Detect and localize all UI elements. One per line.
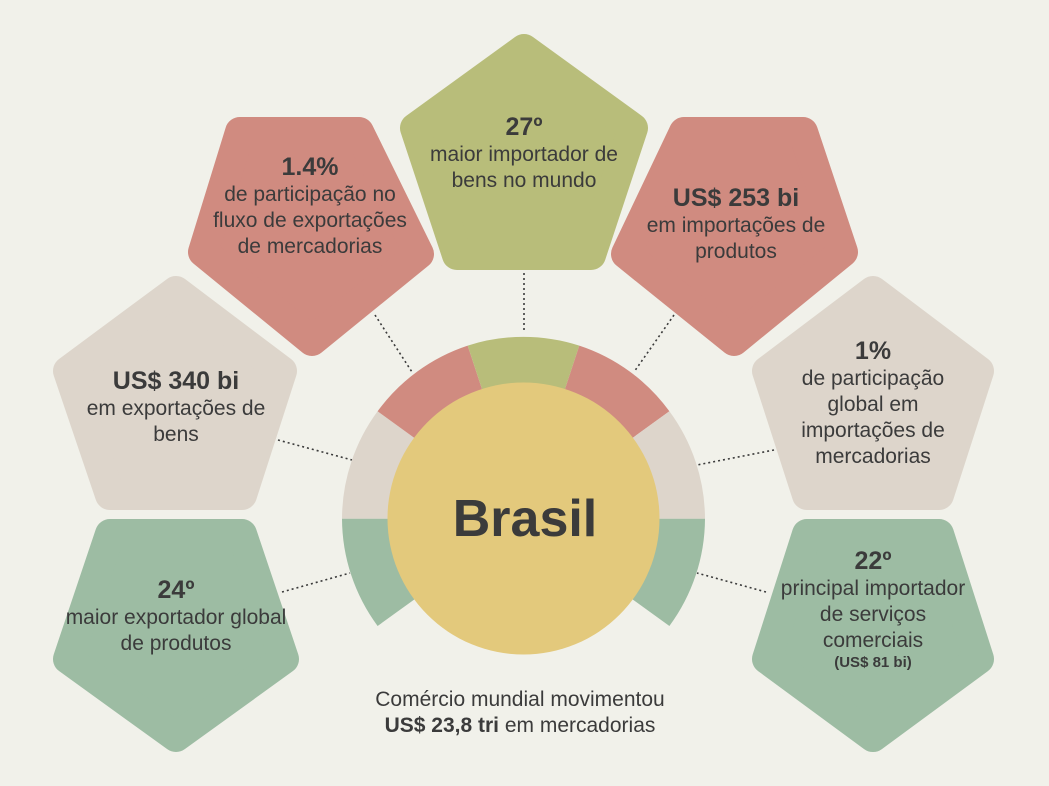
ring-segment-beige-right	[632, 411, 705, 519]
caption-line-2: US$ 23,8 tri em mercadorias	[300, 713, 740, 739]
connector-low-left	[281, 572, 351, 593]
pentagon-upper-right	[611, 117, 858, 356]
card-upper-left: 1.4% de participação no fluxo de exporta…	[210, 152, 410, 260]
pentagon-mid-left	[53, 276, 297, 510]
connector-low-right	[696, 572, 767, 593]
card-top-value: 27º	[505, 113, 543, 141]
connector-mid-right	[696, 449, 775, 466]
center-circle	[387, 382, 660, 655]
connector-lines	[277, 268, 775, 593]
connector-upper-left	[374, 314, 413, 373]
caption-line-1: Comércio mundial movimentou	[375, 688, 665, 711]
card-low-right-note: (US$ 81 bi)	[834, 654, 912, 671]
ring-segments	[342, 336, 705, 626]
card-upper-left-value: 1.4%	[281, 153, 339, 181]
card-mid-left-text: em exportações de bens	[86, 397, 266, 446]
card-low-left-value: 24º	[157, 576, 195, 604]
card-mid-right-value: 1%	[854, 337, 892, 365]
ring-segment-beige-left	[342, 411, 415, 519]
pentagon-low-left	[53, 519, 299, 752]
card-upper-right-text: em importações de produtos	[646, 214, 826, 263]
card-low-right-text: principal importador de serviços comerci…	[780, 577, 966, 652]
card-top-text: maior importador de bens no mundo	[430, 143, 618, 192]
pentagon-upper-left	[188, 117, 434, 356]
caption-bold-value: US$ 23,8 tri	[384, 714, 499, 737]
card-mid-right-text: de participação global em importações de…	[801, 367, 945, 468]
pentagon-mid-right	[752, 276, 994, 510]
ring-segment-red-left	[377, 345, 483, 439]
ring-segment-green-right	[632, 518, 705, 626]
card-low-left-text: maior exportador global de produtos	[65, 606, 287, 655]
pentagon-cards	[53, 34, 994, 752]
card-mid-left-value: US$ 340 bi	[112, 367, 240, 395]
caption-rest: em mercadorias	[499, 714, 656, 737]
ring-segment-olive-top	[467, 336, 580, 390]
card-upper-right-value: US$ 253 bi	[672, 184, 800, 212]
card-mid-right: 1% de participação global em importações…	[778, 336, 968, 470]
ring-segment-red-right	[564, 345, 670, 439]
connector-upper-right	[633, 314, 675, 373]
pentagon-low-right	[752, 519, 994, 752]
card-low-right: 22º principal importador de serviços com…	[778, 546, 968, 672]
card-upper-right: US$ 253 bi em importações de produtos	[636, 183, 836, 265]
card-upper-left-text: de participação no fluxo de exportações …	[213, 183, 407, 258]
card-low-left: 24º maior exportador global de produtos	[60, 575, 292, 657]
caption: Comércio mundial movimentou US$ 23,8 tri…	[300, 687, 740, 739]
ring-segment-green-left	[342, 518, 415, 626]
pentagon-top	[400, 34, 648, 270]
card-low-right-value: 22º	[854, 547, 892, 575]
card-mid-left: US$ 340 bi em exportações de bens	[76, 366, 276, 448]
connector-mid-left	[277, 439, 353, 461]
card-top: 27º maior importador de bens no mundo	[414, 112, 634, 194]
center-title: Brasil	[452, 490, 598, 548]
